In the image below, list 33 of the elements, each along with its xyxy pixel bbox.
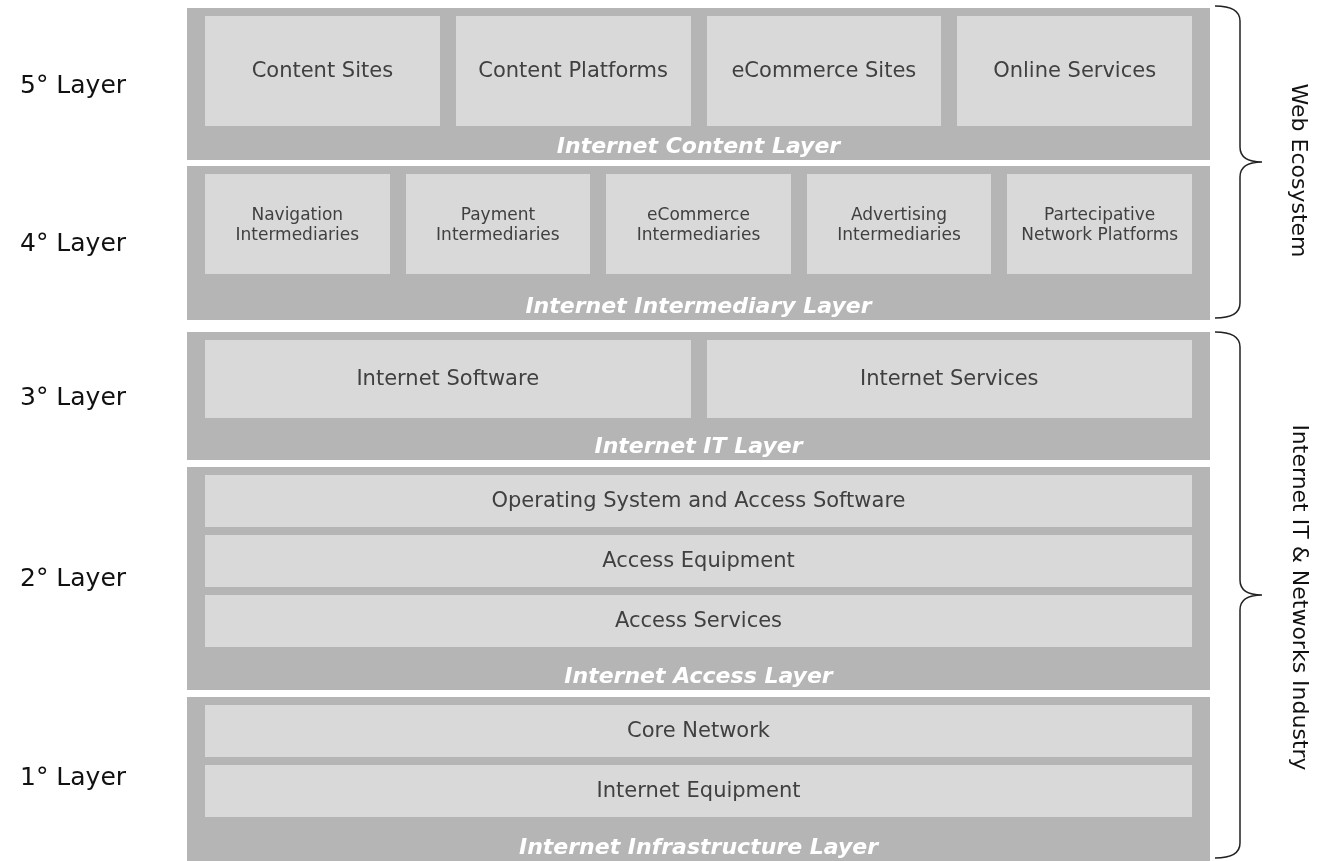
layer-title: Internet Content Layer: [556, 133, 841, 158]
layer-band: [187, 166, 1210, 320]
component-box: eCommerce Intermediaries: [606, 174, 791, 274]
component-box: Content Sites: [205, 16, 440, 126]
group-label: Web Ecosystem: [1287, 83, 1313, 257]
component-box: Advertising Intermediaries: [806, 174, 992, 274]
component-box: Internet Software: [205, 340, 691, 418]
layer-title: Internet Intermediary Layer: [525, 293, 872, 318]
layer-band: [187, 8, 1210, 160]
layer-number-label: 4° Layer: [20, 228, 127, 257]
component-box: Content Platforms: [455, 16, 691, 126]
component-box: Core Network: [205, 705, 1192, 757]
component-box: Operating System and Access Software: [205, 475, 1192, 527]
component-box: Access Equipment: [205, 535, 1192, 587]
component-box: Partecipative Network Platforms: [1007, 174, 1192, 274]
layer-band: [187, 697, 1210, 861]
component-box: eCommerce Sites: [706, 16, 942, 126]
layer-title: Internet Infrastructure Layer: [518, 834, 879, 859]
group-label: Internet IT & Networks Industry: [1287, 423, 1313, 771]
layer-band: [187, 467, 1210, 690]
layer-number-label: 3° Layer: [20, 382, 127, 411]
layer-title: Internet Access Layer: [564, 663, 833, 688]
layer-number-label: 5° Layer: [20, 70, 127, 99]
component-box: Internet Services: [706, 340, 1192, 418]
component-box: Access Services: [205, 595, 1192, 647]
component-box: Online Services: [957, 16, 1192, 126]
layer-number-label: 1° Layer: [20, 762, 127, 791]
component-box: Navigation Intermediaries: [205, 174, 390, 274]
layer-band: [187, 332, 1210, 460]
layer-title: Internet IT Layer: [594, 433, 803, 458]
layer-number-label: 2° Layer: [20, 563, 127, 592]
component-box: Payment Intermediaries: [405, 174, 591, 274]
component-box: Internet Equipment: [205, 765, 1192, 817]
